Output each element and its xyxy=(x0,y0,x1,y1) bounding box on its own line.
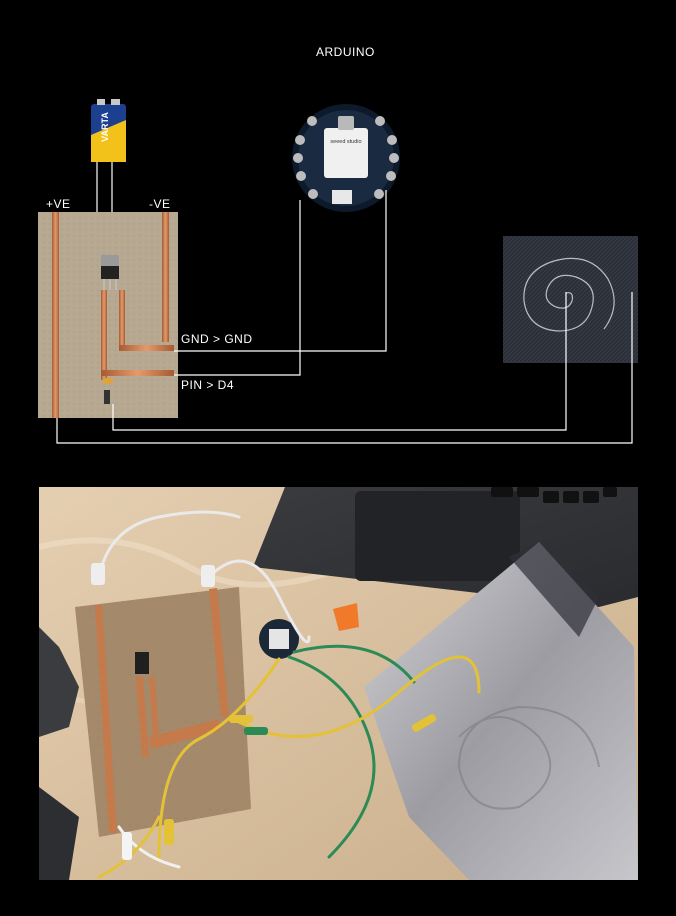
wires xyxy=(56,190,633,444)
photo-circuit-board xyxy=(75,587,251,837)
positive-label: +VE xyxy=(46,197,71,211)
photo-arduino-board xyxy=(259,619,299,659)
photo-foil-sensor xyxy=(364,542,638,880)
gnd-label: GND > GND xyxy=(181,332,253,346)
negative-label: -VE xyxy=(149,197,171,211)
prototype-photo xyxy=(39,487,638,880)
alligator-clips xyxy=(91,563,437,860)
board-brand: seeed studio xyxy=(330,139,361,145)
photo-wires xyxy=(97,510,481,879)
arduino-label: ARDUINO xyxy=(316,45,375,59)
wiring-diagram: VARTA xyxy=(38,99,638,444)
arduino-board: seeed studio xyxy=(292,104,400,212)
pin-label: PIN > D4 xyxy=(181,378,235,392)
battery-brand: VARTA xyxy=(100,112,110,142)
battery: VARTA xyxy=(91,99,126,162)
fabric-sensor xyxy=(503,236,638,363)
circuit-board xyxy=(38,212,178,418)
